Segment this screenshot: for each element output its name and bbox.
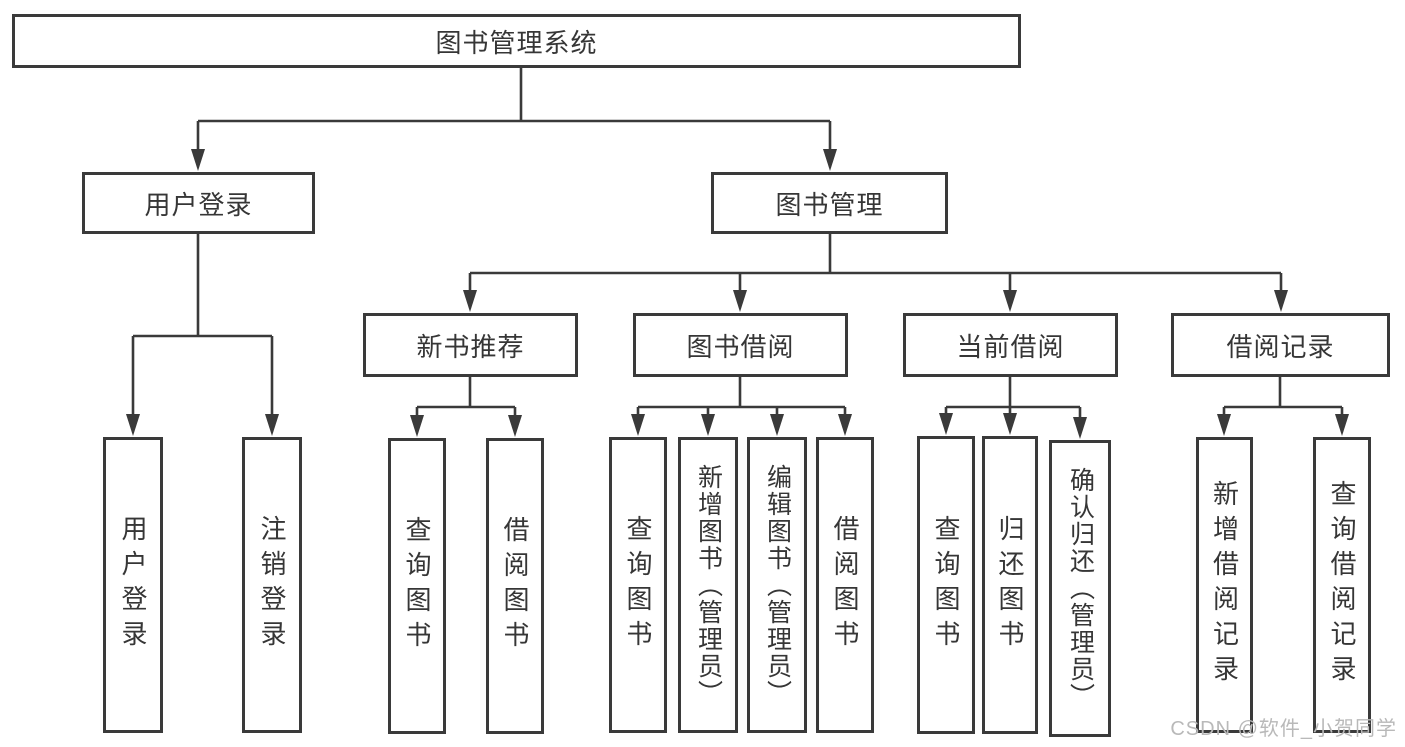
- connector-bookmgmt-to-level3: [468, 234, 1283, 292]
- node-label: 查询图书: [623, 515, 653, 655]
- node-leaf-query-books-1: 查询图书: [388, 438, 446, 734]
- connector-bookborrow-to-leaves: [636, 377, 847, 416]
- connector-root-to-level2: [196, 68, 832, 151]
- node-label: 图书借阅: [686, 331, 795, 362]
- connector-borrowrecords-to-leaves: [1222, 377, 1344, 416]
- connector-currentborrow-to-leaves: [944, 377, 1082, 419]
- node-leaf-query-books-3: 查询图书: [917, 436, 975, 734]
- node-label: 新增图书（管理员）: [694, 463, 723, 707]
- node-leaf-add-borrow-record: 新增借阅记录: [1196, 437, 1253, 733]
- node-label: 新书推荐: [416, 331, 525, 362]
- arrowhead: [508, 415, 522, 437]
- node-leaf-return-books: 归还图书: [982, 436, 1038, 734]
- arrowhead: [631, 414, 645, 436]
- arrowhead: [1003, 413, 1017, 435]
- node-label: 编辑图书（管理员）: [763, 463, 792, 707]
- node-label: 查询图书: [931, 515, 961, 655]
- node-label: 查询借阅记录: [1327, 480, 1357, 690]
- arrowhead: [823, 149, 837, 171]
- node-label: 借阅图书: [830, 515, 860, 655]
- node-label: 用户登录: [144, 189, 253, 220]
- node-label: 借阅图书: [500, 516, 530, 656]
- node-borrow-records: 借阅记录: [1171, 313, 1390, 377]
- node-leaf-borrow-books-2: 借阅图书: [816, 437, 874, 733]
- node-book-management: 图书管理: [711, 172, 948, 234]
- node-label: 新增借阅记录: [1209, 480, 1240, 690]
- arrowhead: [463, 290, 477, 312]
- connector-userlogin-to-leaves: [131, 234, 274, 416]
- node-user-login: 用户登录: [82, 172, 315, 234]
- node-label: 注销登录: [257, 515, 287, 655]
- arrowhead: [838, 414, 852, 436]
- connector-newbook-to-leaves: [415, 377, 517, 417]
- node-label: 图书管理系统: [435, 27, 598, 58]
- arrowhead: [1274, 290, 1288, 312]
- node-label: 图书管理: [775, 189, 884, 220]
- node-label: 用户登录: [118, 515, 148, 655]
- node-leaf-confirm-return-admin: 确认归还（管理员）: [1049, 440, 1111, 737]
- arrowhead: [701, 414, 715, 436]
- node-label: 当前借阅: [956, 331, 1065, 362]
- arrowhead: [410, 415, 424, 437]
- node-leaf-user-login: 用户登录: [103, 437, 163, 733]
- arrowhead: [1003, 290, 1017, 312]
- node-leaf-borrow-books-1: 借阅图书: [486, 438, 544, 734]
- arrowhead: [191, 149, 205, 171]
- arrowhead: [939, 413, 953, 435]
- node-leaf-edit-book-admin: 编辑图书（管理员）: [747, 437, 807, 733]
- arrowhead: [1073, 417, 1087, 439]
- arrowhead: [770, 414, 784, 436]
- node-book-borrow: 图书借阅: [633, 313, 848, 377]
- arrowhead: [1335, 414, 1349, 436]
- csdn-watermark: CSDN @软件_小贺同学: [1170, 718, 1397, 740]
- node-label: 查询图书: [402, 516, 432, 656]
- node-leaf-query-books-2: 查询图书: [609, 437, 667, 733]
- node-label: 确认归还（管理员）: [1066, 467, 1095, 710]
- node-leaf-query-borrow-record: 查询借阅记录: [1313, 437, 1371, 733]
- arrowhead: [733, 290, 747, 312]
- node-leaf-add-book-admin: 新增图书（管理员）: [678, 437, 738, 733]
- node-label: 归还图书: [995, 515, 1025, 655]
- node-label: 借阅记录: [1226, 331, 1335, 362]
- node-root: 图书管理系统: [12, 14, 1021, 68]
- node-leaf-logout-login: 注销登录: [242, 437, 302, 733]
- node-new-book-recommend: 新书推荐: [363, 313, 578, 377]
- arrowhead: [126, 414, 140, 436]
- node-current-borrow: 当前借阅: [903, 313, 1118, 377]
- arrowhead: [1217, 414, 1231, 436]
- arrowhead: [265, 414, 279, 436]
